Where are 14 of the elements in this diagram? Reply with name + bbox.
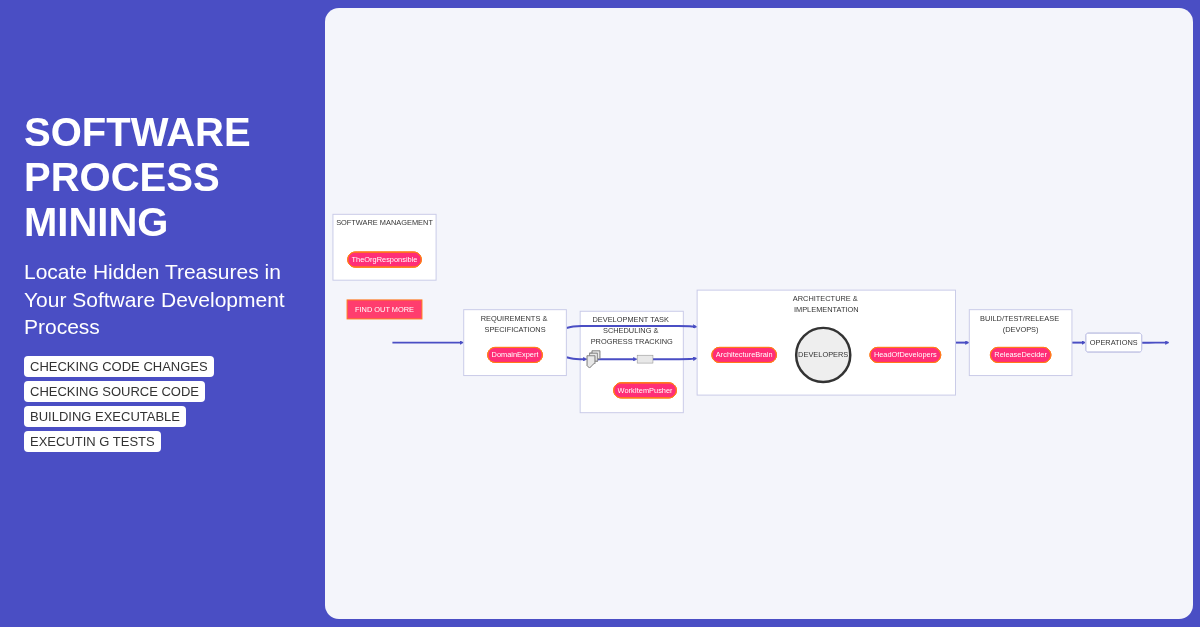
step-label: EXECUTIN G TESTS xyxy=(24,431,161,453)
step-label: CHECKING SOURCE CODE xyxy=(24,381,206,403)
step-label: BUILDING EXECUTABLE xyxy=(24,406,187,428)
arrow xyxy=(651,356,698,361)
subheading: Locate Hidden Treasures in Your Software Development Process xyxy=(24,259,286,340)
arrow xyxy=(1140,340,1170,345)
node-box xyxy=(636,354,654,364)
arrow xyxy=(391,340,464,345)
arrow xyxy=(1070,340,1086,345)
arrow xyxy=(596,356,638,362)
step-label: CHECKING CODE CHANGES xyxy=(24,356,214,378)
heading: SOFTWARE PROCESS MINING xyxy=(24,110,252,245)
arrow xyxy=(565,324,698,330)
arrow xyxy=(565,356,588,362)
